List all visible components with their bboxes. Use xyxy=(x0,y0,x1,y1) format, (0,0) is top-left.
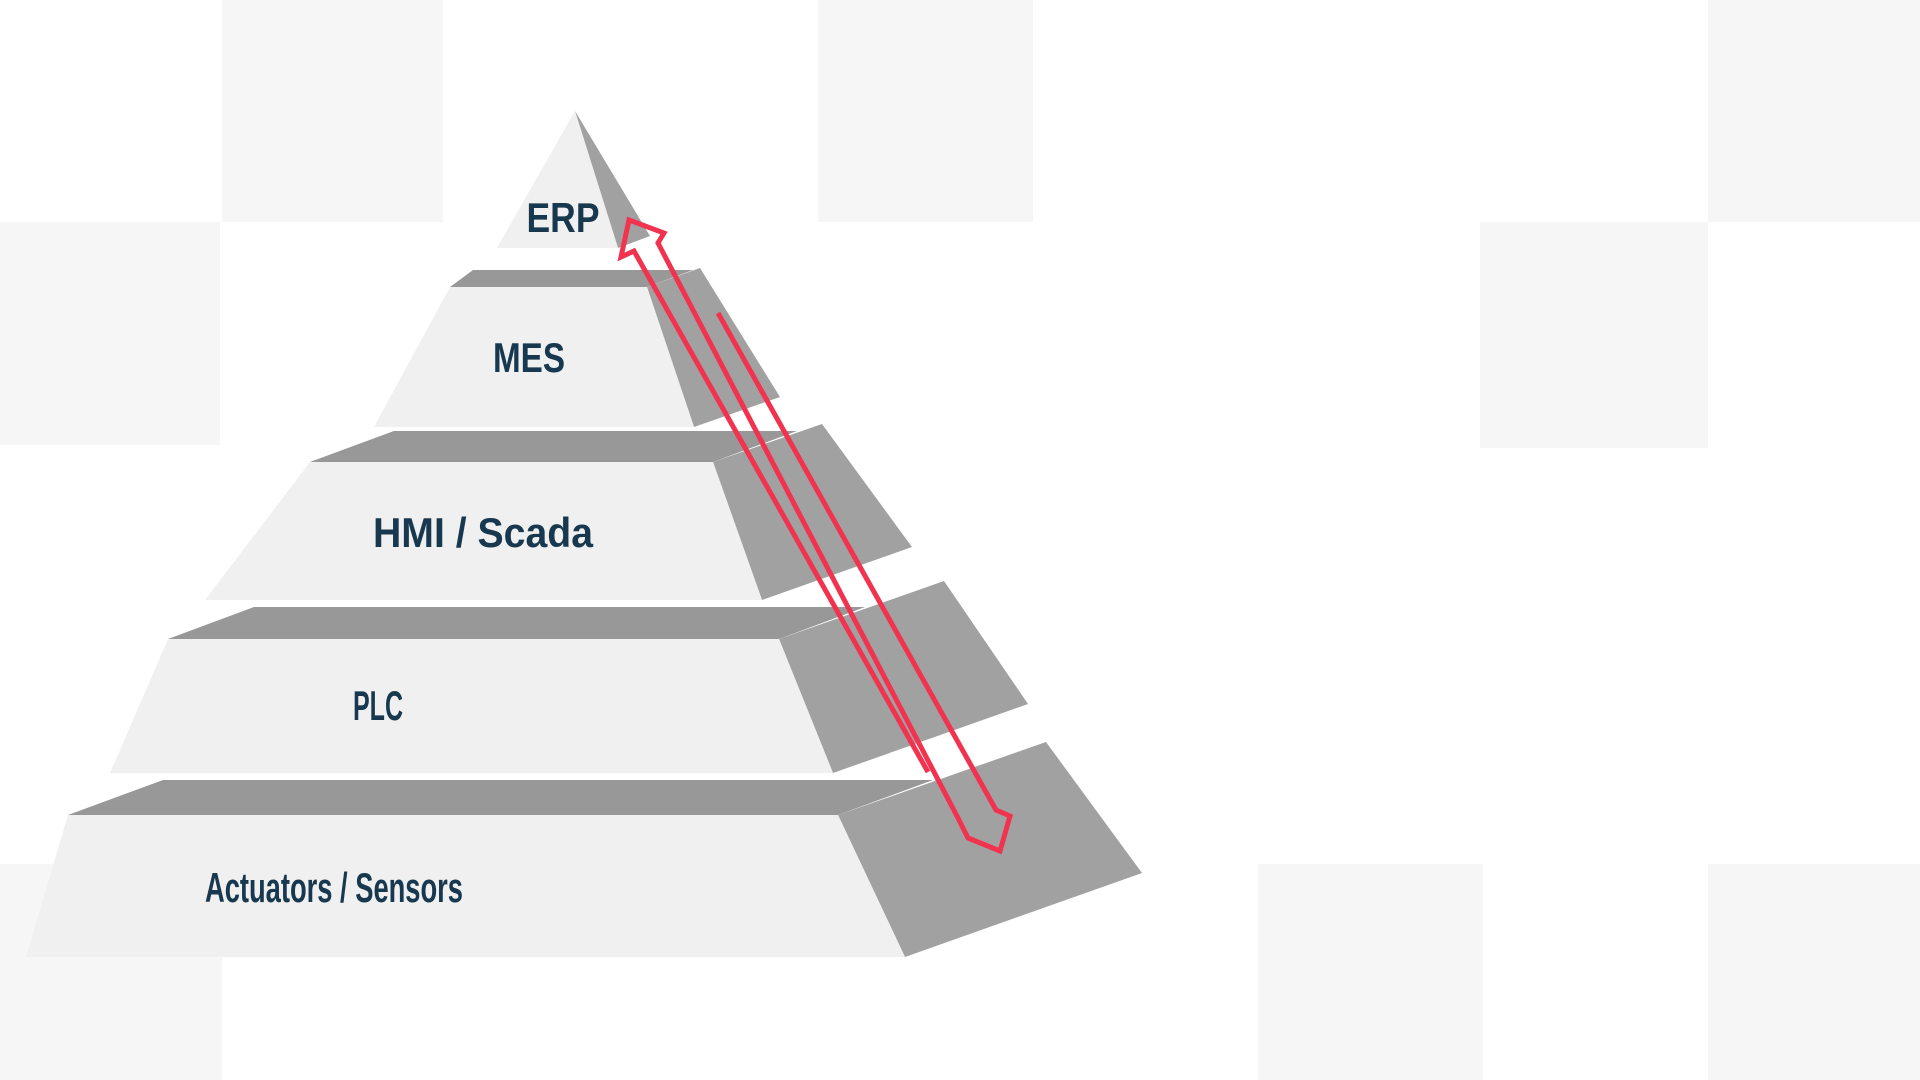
layer-mes-top-face xyxy=(450,270,693,287)
layer-hmi-scada-top-face xyxy=(310,431,797,462)
layer-actuators-sensors-front-face xyxy=(26,815,905,957)
background-square xyxy=(1480,222,1708,448)
layer-label-plc: PLC xyxy=(353,682,403,729)
layer-erp-side-face xyxy=(575,111,650,248)
pyramid-layer-actuators-sensors xyxy=(26,742,1142,957)
layer-label-hmi-scada: HMI / Scada xyxy=(373,509,594,556)
layer-mes-front-face xyxy=(374,287,694,427)
pyramid-layer-erp xyxy=(497,111,650,248)
background-square xyxy=(1258,864,1483,1080)
background-square xyxy=(1708,864,1920,1080)
bidirectional-flow-arrow xyxy=(617,216,1014,855)
background-square xyxy=(222,0,443,222)
pyramid-layer-plc xyxy=(110,581,1028,773)
background-square xyxy=(1708,0,1920,222)
pyramid-layer-hmi-scada xyxy=(205,424,912,600)
layer-actuators-sensors-top-face xyxy=(68,780,933,815)
layer-label-actuators-sensors: Actuators / Sensors xyxy=(205,864,463,911)
layer-plc-top-face xyxy=(168,607,865,639)
background-square xyxy=(818,0,1033,222)
layer-plc-side-face xyxy=(779,581,1028,773)
layer-label-mes: MES xyxy=(493,334,565,381)
layer-hmi-scada-side-face xyxy=(713,424,912,600)
layer-erp-front-face xyxy=(497,111,618,248)
layer-label-erp: ERP xyxy=(527,194,600,241)
background-square xyxy=(0,222,220,445)
layer-plc-front-face xyxy=(110,639,833,773)
pyramid xyxy=(26,111,1142,957)
layer-hmi-scada-front-face xyxy=(205,462,762,600)
